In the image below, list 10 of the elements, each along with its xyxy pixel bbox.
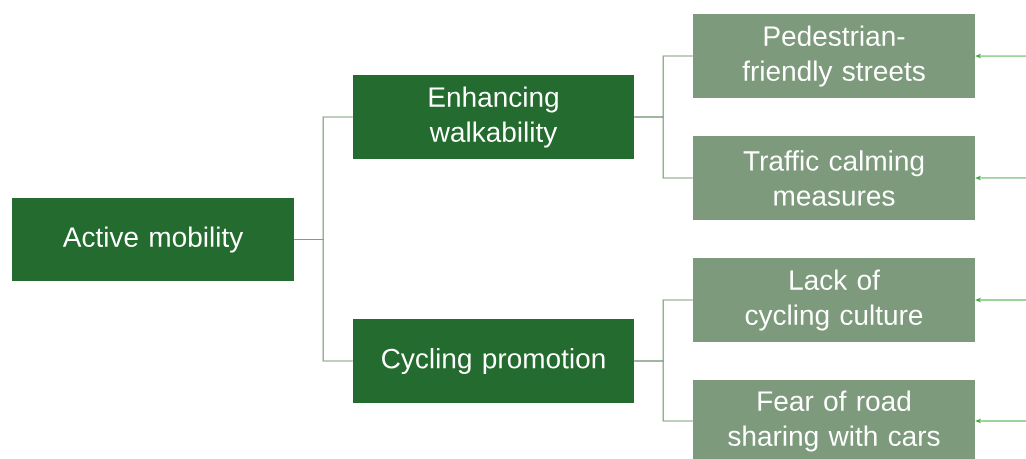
connector bbox=[633, 116, 694, 179]
category-box: Enhancing walkability bbox=[353, 75, 634, 159]
category-box: Cycling promotion bbox=[353, 319, 634, 403]
topic-box: Lack of cycling culture bbox=[693, 258, 975, 342]
topic-box: Fear of road sharing with cars bbox=[693, 380, 975, 459]
connector bbox=[293, 238, 354, 362]
connector bbox=[633, 360, 694, 422]
root-box: Active mobility bbox=[12, 198, 294, 281]
topic-box: Pedestrian-friendly streets bbox=[693, 14, 975, 98]
topic-box: Traffic calming measures bbox=[693, 136, 975, 220]
